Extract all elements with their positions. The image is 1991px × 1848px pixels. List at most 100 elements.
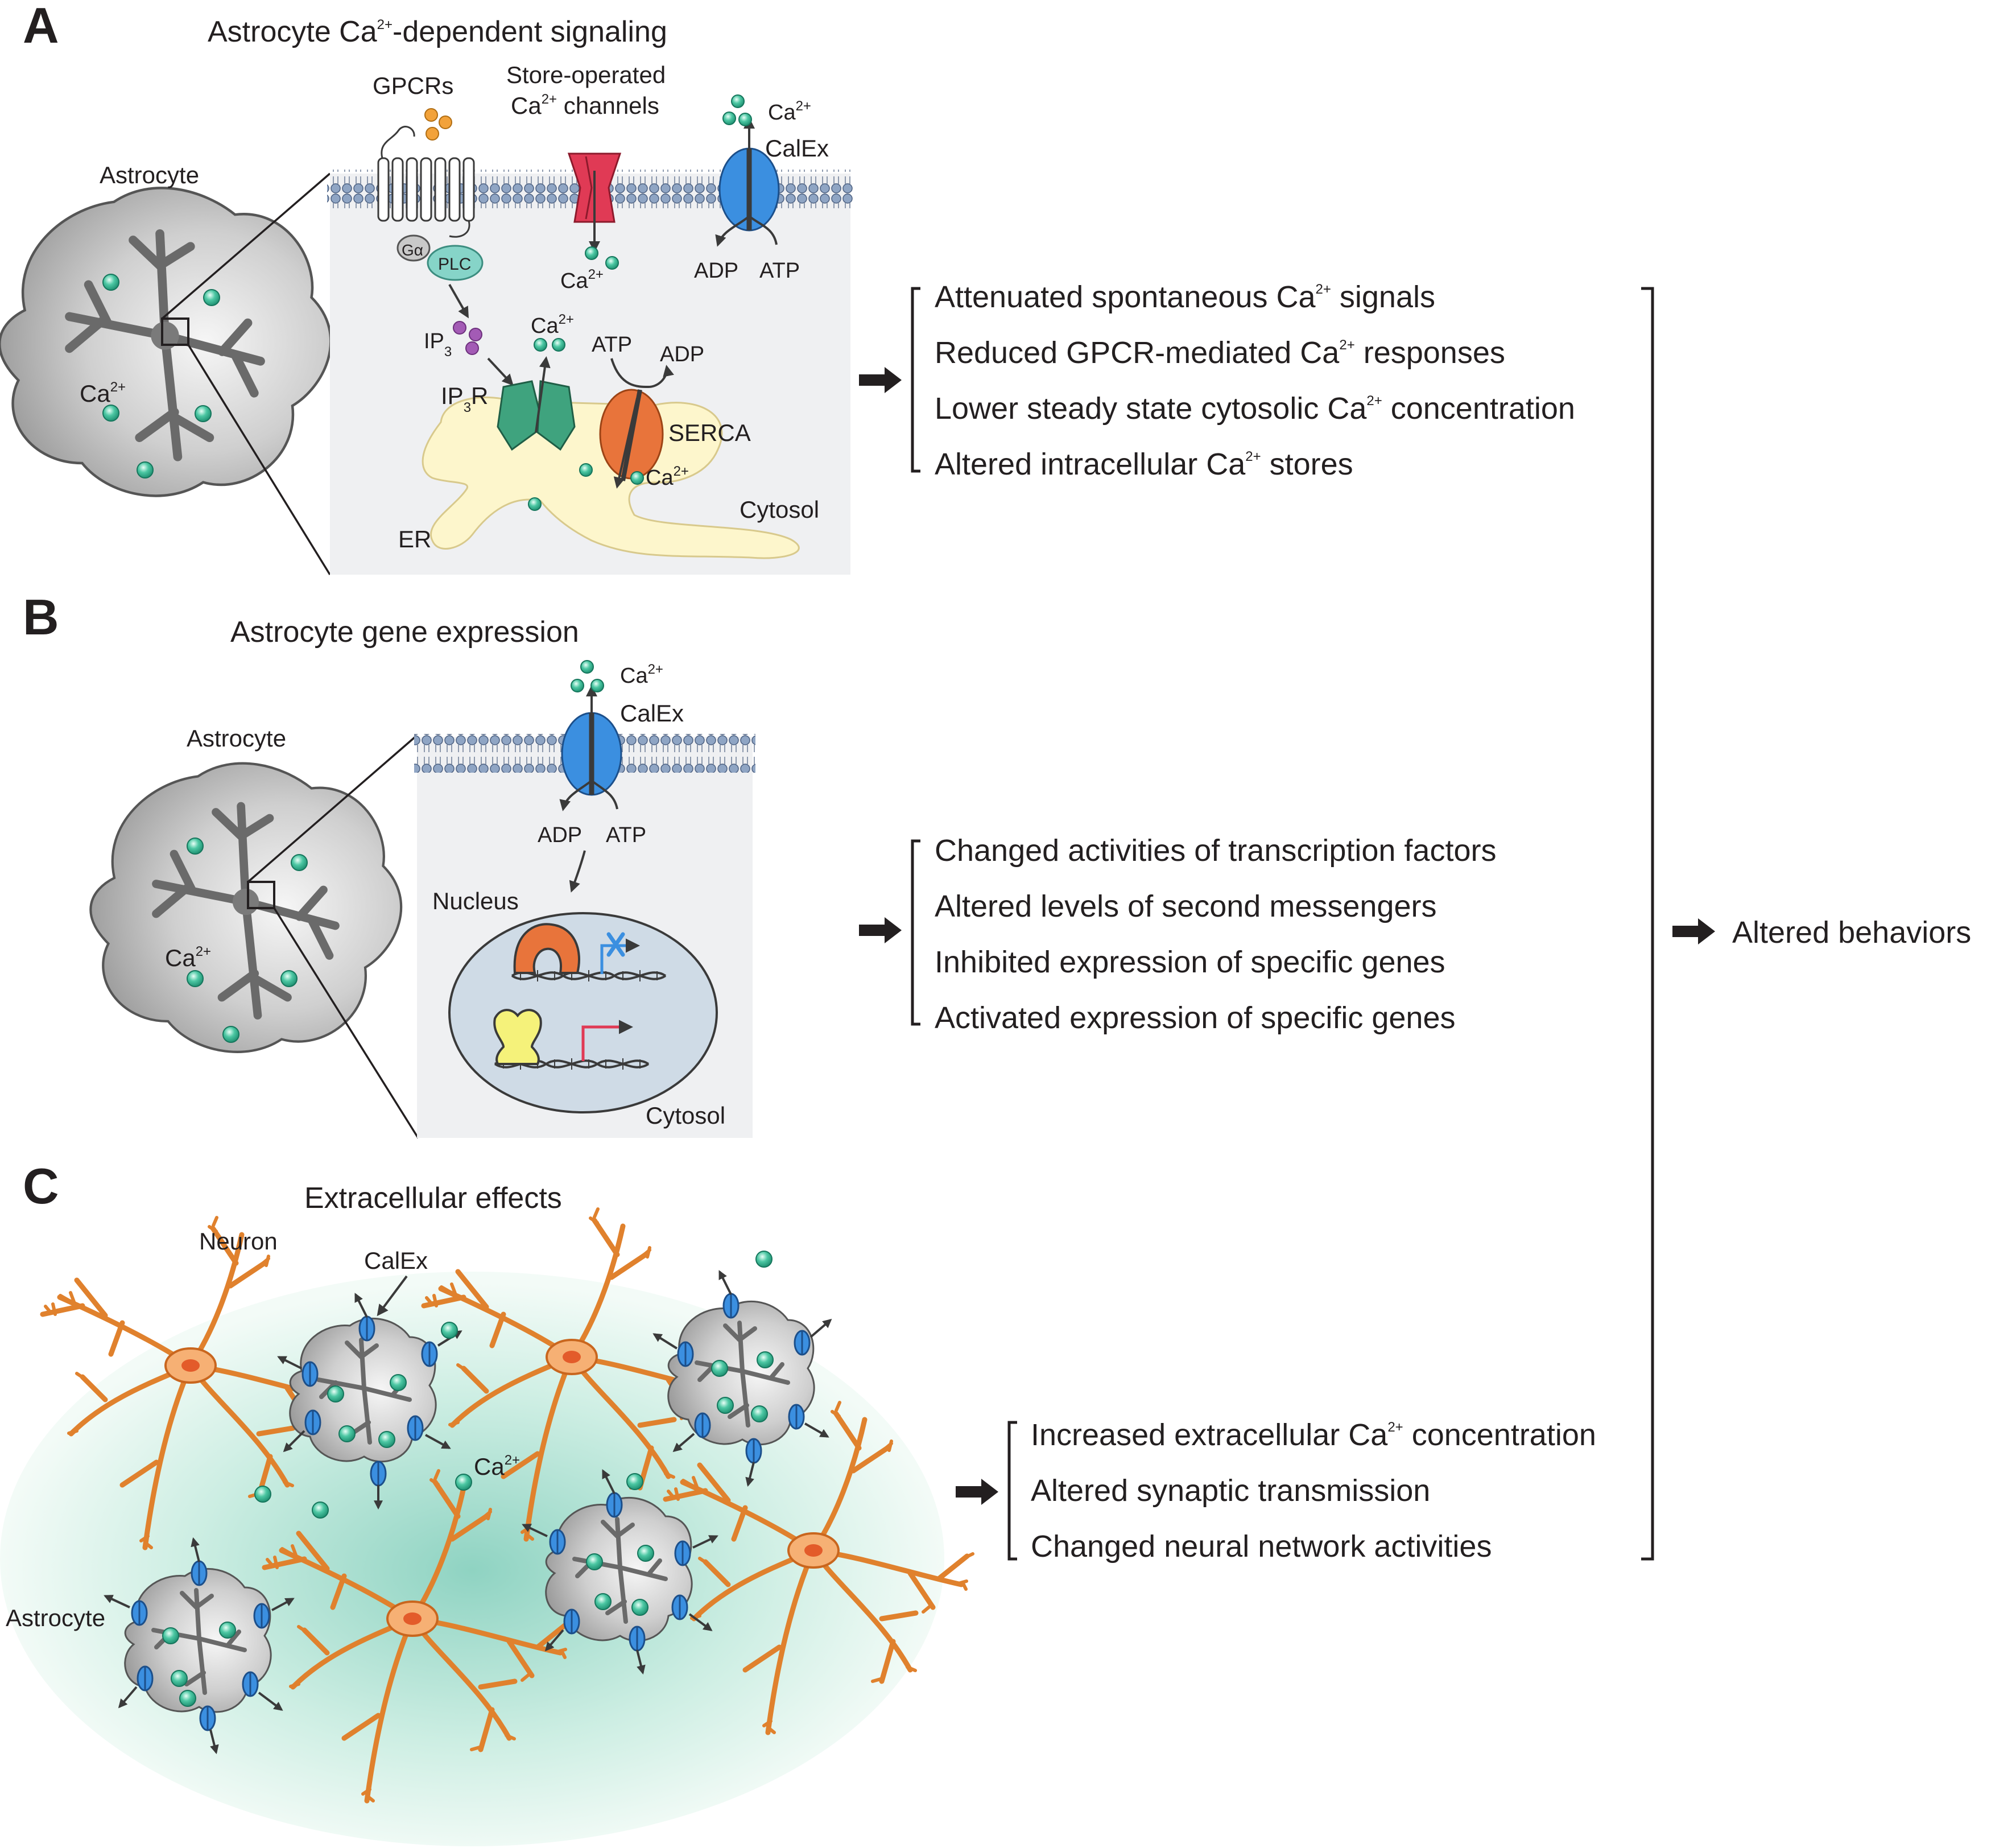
calex-b-label: CalEx [620, 700, 684, 727]
panel-c-letter: C [23, 1158, 59, 1214]
serca-atp-label: ATP [592, 333, 632, 357]
plc-to-ip3-arrow [448, 284, 469, 319]
effect-c-1: Increased extracellular Ca2+ concentrati… [1031, 1418, 1596, 1452]
panel-c-title: Extracellular effects [304, 1182, 562, 1215]
zoom-line-b2 [273, 908, 419, 1138]
calex-a-adp-label: ADP [694, 259, 738, 283]
g-alpha [396, 234, 431, 262]
dna-upper [511, 970, 667, 981]
astrocyte-c-4 [522, 1469, 718, 1675]
calex-b-adp-label: ADP [538, 823, 582, 847]
effect-b-4: Activated expression of specific genes [935, 1001, 1456, 1035]
serca-atp-line [610, 358, 649, 388]
astrocyte-b-label: Astrocyte [187, 725, 286, 752]
calex-c-label: CalEx [364, 1247, 428, 1274]
zoom-box-a [161, 317, 189, 346]
soc-ca-label: Ca2+ [560, 267, 604, 293]
panel-b-title: Astrocyte gene expression [230, 616, 579, 649]
outcome: Altered behaviors [1641, 287, 1971, 1561]
calex-a-atp-label: ATP [759, 259, 800, 283]
serca-adp-label: ADP [660, 343, 704, 366]
calex-a-atp-line [748, 215, 778, 245]
zoom-line-a2 [187, 344, 331, 575]
calex-c-pointer-arrow [377, 1275, 408, 1317]
er-ca-label: Ca2+ [646, 464, 689, 490]
outcome-bracket [1641, 287, 1654, 1561]
effect-b-2: Altered levels of second messengers [935, 889, 1436, 923]
outcome-arrow [1672, 918, 1715, 944]
outcome-label: Altered behaviors [1732, 915, 1971, 950]
calex-b-calcium [571, 660, 604, 692]
calex-a-adp-arrow [715, 215, 750, 247]
cytosol-a-label: Cytosol [740, 496, 819, 523]
er-label: ER [398, 526, 431, 552]
panel-c: C Extracellular effects Neuron [0, 1158, 1596, 1846]
calex-b-atp-line [590, 779, 618, 810]
activator-tf [493, 1009, 542, 1065]
astrocyte-b-ca-label: Ca2+ [165, 944, 211, 971]
plc-label: PLC [438, 255, 471, 274]
effects-c: Increased extracellular Ca2+ concentrati… [1031, 1418, 1596, 1564]
serca-label: SERCA [668, 419, 751, 446]
effect-b-1: Changed activities of transcription fact… [935, 834, 1496, 868]
ip3r-arrow [535, 356, 551, 433]
arrow-c-effects [956, 1479, 998, 1505]
astrocyte-b [90, 764, 401, 1052]
ip3r-ca-label: Ca2+ [531, 312, 574, 338]
g-alpha-label: Gα [402, 241, 423, 259]
astrocyte-c-label: Astrocyte [6, 1604, 105, 1631]
effect-a-3: Lower steady state cytosolic Ca2+ concen… [935, 391, 1575, 426]
zoom-line-b1 [247, 736, 416, 883]
effect-a-2: Reduced GPCR-mediated Ca2+ responses [935, 336, 1505, 370]
ip3r-channel [497, 380, 576, 451]
serca-pump [599, 389, 664, 481]
astrocyte-c-2 [652, 1270, 832, 1487]
block-x-icon [606, 932, 625, 957]
ip3-to-ip3r-arrow [487, 357, 514, 386]
bracket-b [911, 839, 920, 1026]
effect-c-3: Changed neural network activities [1031, 1529, 1492, 1564]
serca-adp-arrow [648, 365, 674, 388]
astrocyte-a-ca-label: Ca2+ [80, 380, 126, 407]
panel-b-letter: B [23, 589, 59, 645]
astrocyte-c-3 [104, 1537, 295, 1755]
active-transcription-arrow [581, 1020, 633, 1061]
calex-a-label: CalEx [765, 135, 829, 162]
zoom-line-a1 [161, 172, 331, 320]
panel-a: A Astrocyte Ca2+-dependent signaling Ast… [0, 0, 1575, 575]
repressor-tf [513, 923, 580, 974]
plc [427, 245, 484, 281]
calex-b-to-nucleus-arrow [569, 850, 586, 893]
calex-a-calcium [722, 94, 752, 126]
nucleus [448, 912, 718, 1113]
gpcr-ligands [424, 108, 452, 141]
astrocyte-a [0, 188, 331, 496]
effect-c-2: Altered synaptic transmission [1031, 1474, 1430, 1508]
arrow-a-effects [859, 367, 902, 393]
effects-b: Changed activities of transcription fact… [935, 834, 1496, 1035]
ip3-molecules [453, 321, 482, 355]
gpcrs-label: GPCRs [373, 72, 453, 99]
effects-a: Attenuated spontaneous Ca2+ signals Redu… [935, 280, 1575, 481]
soc-label-line1: Store-operated [506, 61, 666, 88]
panel-a-title: Astrocyte Ca2+-dependent signaling [208, 15, 667, 48]
bracket-c [1007, 1421, 1017, 1561]
panel-a-letter: A [23, 0, 59, 53]
calex-b-adp-arrow [559, 779, 593, 811]
cytosol-b-label: Cytosol [646, 1102, 725, 1129]
neuron-label: Neuron [199, 1228, 278, 1255]
ip3-label: IP3 [424, 329, 452, 360]
astrocyte-a-label: Astrocyte [100, 162, 199, 188]
panel-b: B Astrocyte gene expression Astrocyte Ca… [23, 589, 1496, 1138]
bracket-a [911, 287, 920, 473]
ip3r-label: IP3R [441, 382, 488, 415]
serca-arrow [613, 398, 638, 489]
soc-label-line2: Ca2+ channels [511, 92, 659, 119]
arrow-b-effects [859, 917, 902, 943]
extracellular-ca-label: Ca2+ [474, 1453, 520, 1480]
effect-a-1: Attenuated spontaneous Ca2+ signals [935, 280, 1435, 314]
calex-a-ca-label: Ca2+ [768, 98, 811, 125]
calex-b-atp-label: ATP [606, 823, 646, 847]
zoom-box-b [247, 881, 275, 909]
